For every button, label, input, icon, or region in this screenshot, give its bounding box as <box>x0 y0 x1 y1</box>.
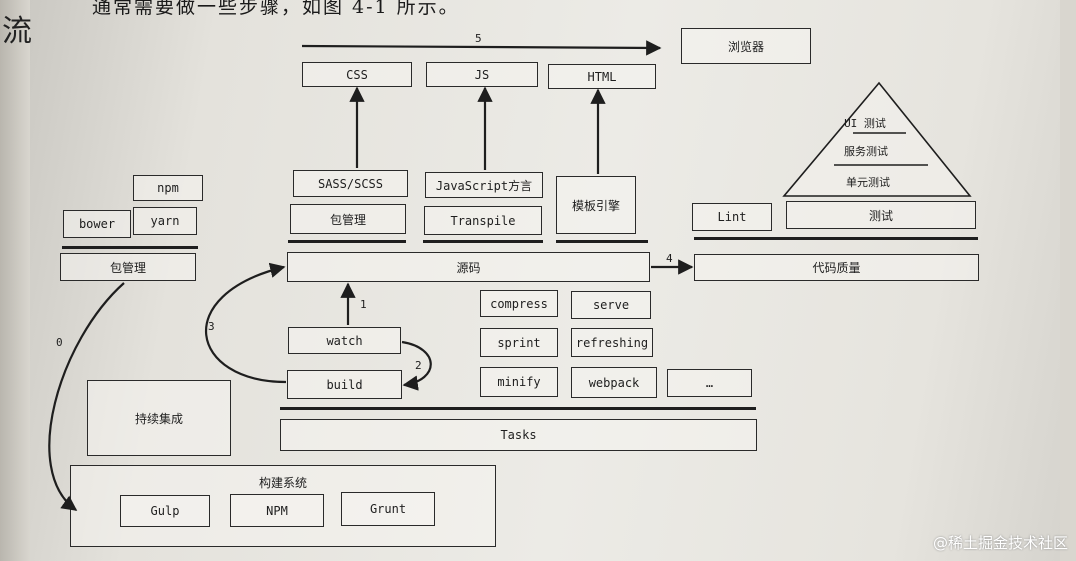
source-box: 源码 <box>287 252 650 282</box>
arrow-label-0: 0 <box>56 336 63 349</box>
gulp-box: Gulp <box>120 495 210 527</box>
webpack-box: webpack <box>571 367 657 398</box>
arrow-2 <box>401 340 432 391</box>
source-separator-bar-1 <box>288 240 406 243</box>
js-box: JS <box>426 62 538 87</box>
grunt-box: Grunt <box>341 492 435 526</box>
build-system-label: 构建系统 <box>258 476 307 490</box>
sass-box: SASS/SCSS <box>293 170 408 197</box>
serve-box: serve <box>571 291 651 319</box>
arrow-label-1: 1 <box>360 298 367 311</box>
arrow-3 <box>205 262 287 384</box>
page-margin <box>0 0 30 561</box>
middle-package-manager-box: 包管理 <box>290 204 406 234</box>
transpile-box: Transpile <box>424 206 542 235</box>
unit-test-label: 单元测试 <box>846 176 890 189</box>
testing-box: 测试 <box>786 201 976 229</box>
refreshing-box: refreshing <box>571 328 653 357</box>
npm-box: npm <box>133 175 203 201</box>
left-package-manager-box: 包管理 <box>60 253 196 281</box>
ui-test-label: UI 测试 <box>844 117 886 130</box>
test-pyramid <box>782 81 972 197</box>
arrow-label-3: 3 <box>208 320 215 333</box>
html-box: HTML <box>548 64 656 89</box>
tasks-box: Tasks <box>280 419 757 451</box>
arrow-label-4: 4 <box>666 252 673 265</box>
yarn-box: yarn <box>133 207 197 235</box>
bower-box: bower <box>63 210 131 238</box>
sprint-box: sprint <box>480 328 558 357</box>
watch-box: watch <box>288 327 401 354</box>
template-engine-box: 模板引擎 <box>556 176 636 234</box>
code-quality-box: 代码质量 <box>694 254 979 281</box>
source-separator-bar-3 <box>556 240 648 243</box>
lint-box: Lint <box>692 203 772 231</box>
service-test-label: 服务测试 <box>844 145 888 158</box>
compress-box: compress <box>480 290 558 317</box>
arrow-5 <box>301 40 662 56</box>
npm-build-box: NPM <box>230 494 324 527</box>
source-separator-bar-2 <box>423 240 543 243</box>
js-dialect-box: JavaScript方言 <box>425 172 543 198</box>
browser-box: 浏览器 <box>681 28 811 64</box>
quality-separator-bar <box>694 237 978 240</box>
arrow-label-2: 2 <box>415 359 422 372</box>
ellipsis-box: … <box>667 369 752 397</box>
tasks-separator-bar <box>280 407 756 410</box>
build-box: build <box>287 370 402 399</box>
left-separator-bar <box>62 246 198 249</box>
minify-box: minify <box>480 367 558 397</box>
arrow-0 <box>48 282 125 511</box>
watermark: @稀土掘金技术社区 <box>932 534 1068 552</box>
continuous-integration-box: 持续集成 <box>87 380 231 456</box>
margin-glyph: 流 <box>2 14 32 49</box>
header-text: 通常需要做一些步骤，如图 4-1 所示。 <box>92 0 460 18</box>
arrow-label-5: 5 <box>475 32 482 45</box>
